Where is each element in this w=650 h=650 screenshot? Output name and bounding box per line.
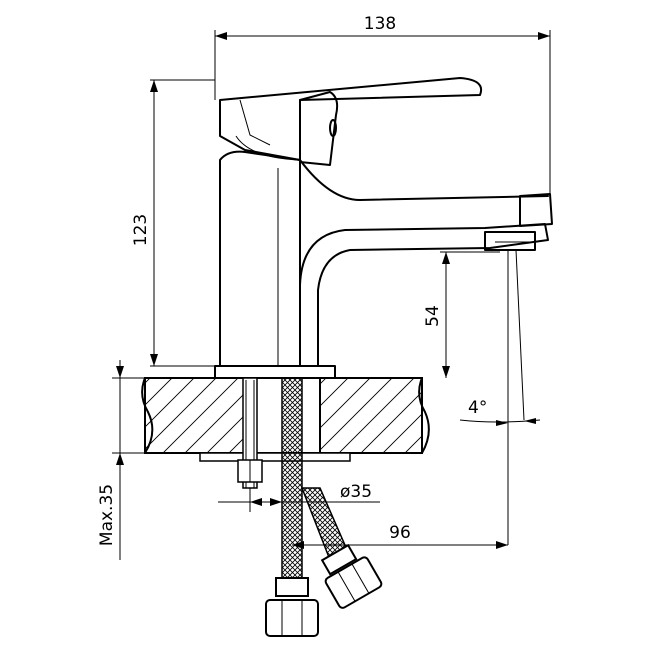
dimension-max-35: Max.35: [97, 360, 145, 560]
handle-lever: [219, 77, 482, 161]
dimension-138: 138: [214, 14, 551, 194]
hose-cold: [281, 377, 303, 579]
dimension-angle: 4°: [459, 249, 541, 545]
dimension-96: 96: [292, 523, 508, 549]
dimension-96-label: 96: [389, 523, 411, 543]
dimension-123-label: 123: [131, 214, 151, 246]
hose-fitting-2: [320, 543, 383, 609]
fixing-plate: [199, 452, 351, 462]
dimension-54: 54: [423, 251, 500, 378]
countertop-hatch-right: [319, 377, 423, 454]
body-column: [219, 150, 301, 367]
mounting-hardware: [237, 377, 383, 637]
dimension-max35-label: Max.35: [97, 484, 117, 546]
dimension-123: 123: [131, 79, 215, 367]
spout: [299, 223, 549, 367]
dimension-138-label: 138: [364, 14, 396, 34]
dimension-diameter-35: ø35: [218, 482, 380, 506]
countertop-break-right: [418, 377, 430, 454]
aerator: [484, 231, 536, 251]
hose-fitting-1: [265, 577, 319, 637]
base-flange: [214, 365, 336, 379]
dimension-54-label: 54: [423, 305, 443, 327]
dimension-diameter-label: ø35: [340, 482, 372, 502]
countertop-hatch-left: [144, 377, 246, 454]
countertop-break-left: [141, 377, 154, 454]
dimension-angle-label: 4°: [468, 398, 487, 418]
faucet-body: [214, 77, 553, 379]
